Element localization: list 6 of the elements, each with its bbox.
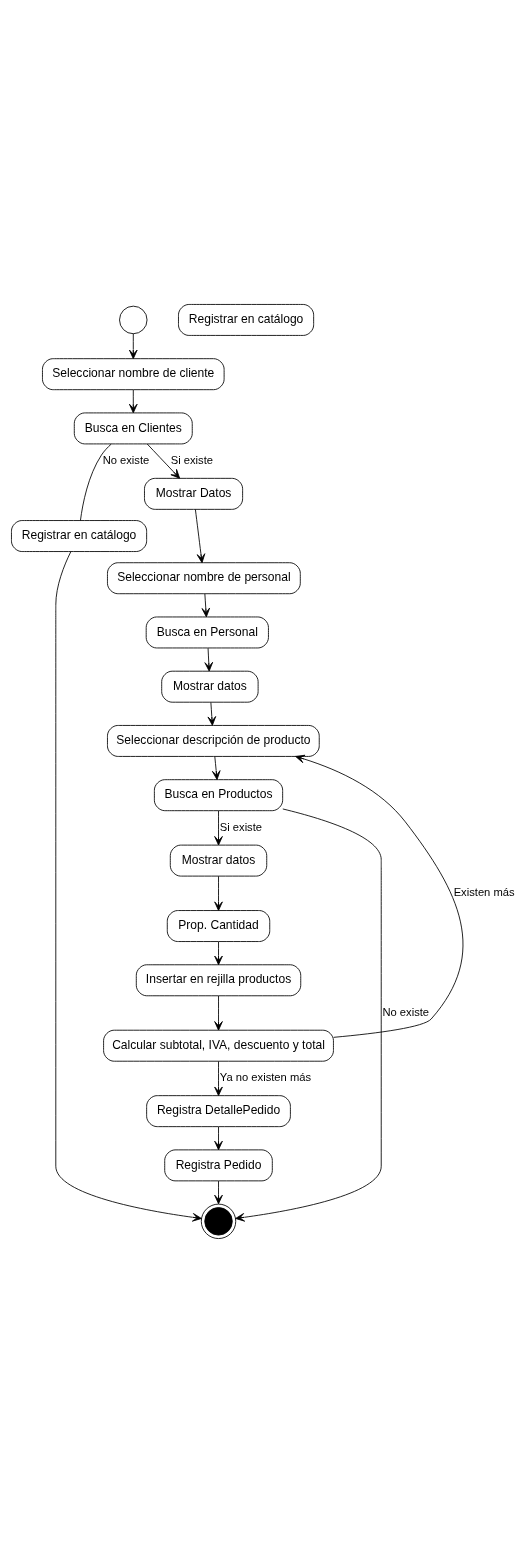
edge-label: Si existe bbox=[170, 454, 213, 467]
edge-label: Ya no existen más bbox=[219, 1071, 312, 1084]
edge-label: Si existe bbox=[219, 820, 263, 833]
edge-label: Existen más bbox=[453, 886, 515, 899]
edge-label: No existe bbox=[382, 1005, 430, 1018]
edge-label: No existe bbox=[102, 454, 150, 467]
